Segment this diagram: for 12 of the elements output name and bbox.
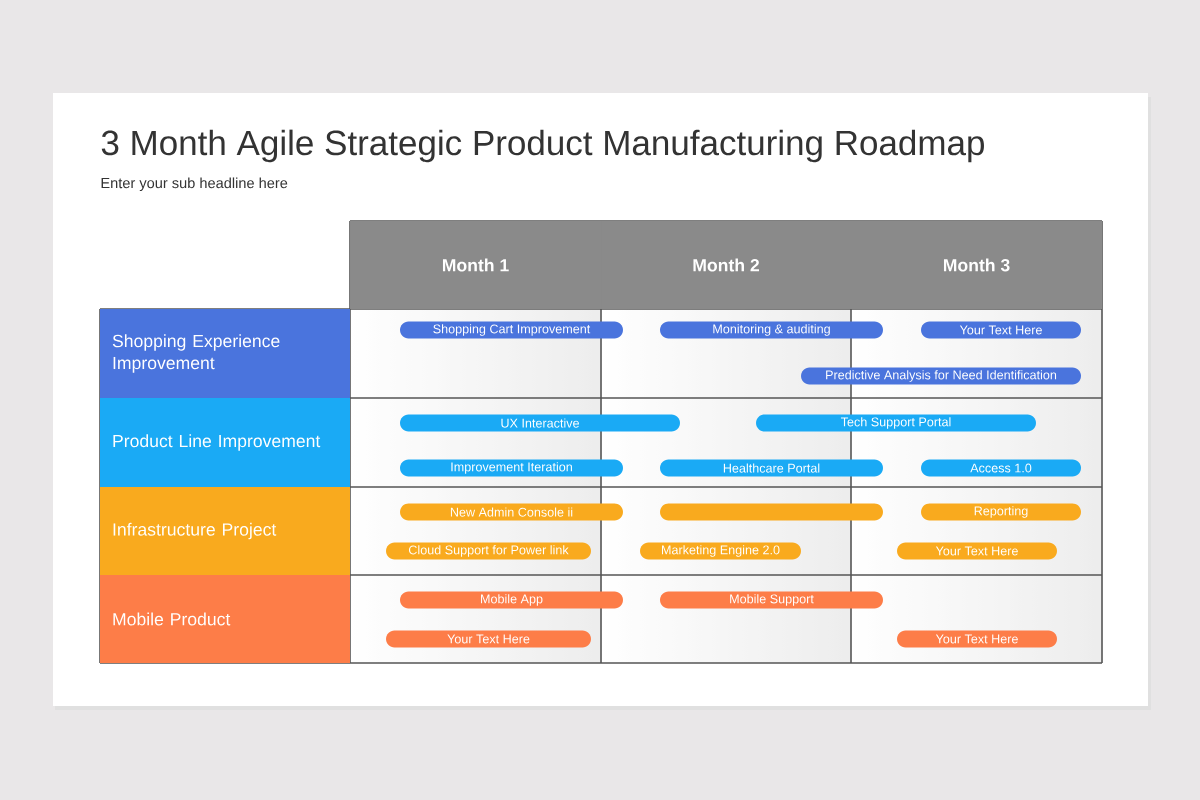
node-label: Month 2 [693, 258, 760, 272]
node-label: Month 3 [943, 258, 1010, 272]
row-header: Mobile Product [100, 575, 350, 663]
title: 3 Month Agile Strategic Product Manufacturing Roadmap [101, 129, 984, 163]
row-header: Shopping Experience Improvement [100, 309, 350, 398]
node-label: Month 1 [442, 258, 509, 272]
month-header: Month 2 [601, 221, 851, 309]
row-header: Infrastructure Project [100, 487, 350, 575]
row-header: Product Line Improvement [100, 398, 350, 487]
month-header: Month 1 [350, 221, 601, 309]
subtitle: Enter your sub headline here [101, 177, 288, 191]
month-header: Month 3 [851, 221, 1102, 309]
